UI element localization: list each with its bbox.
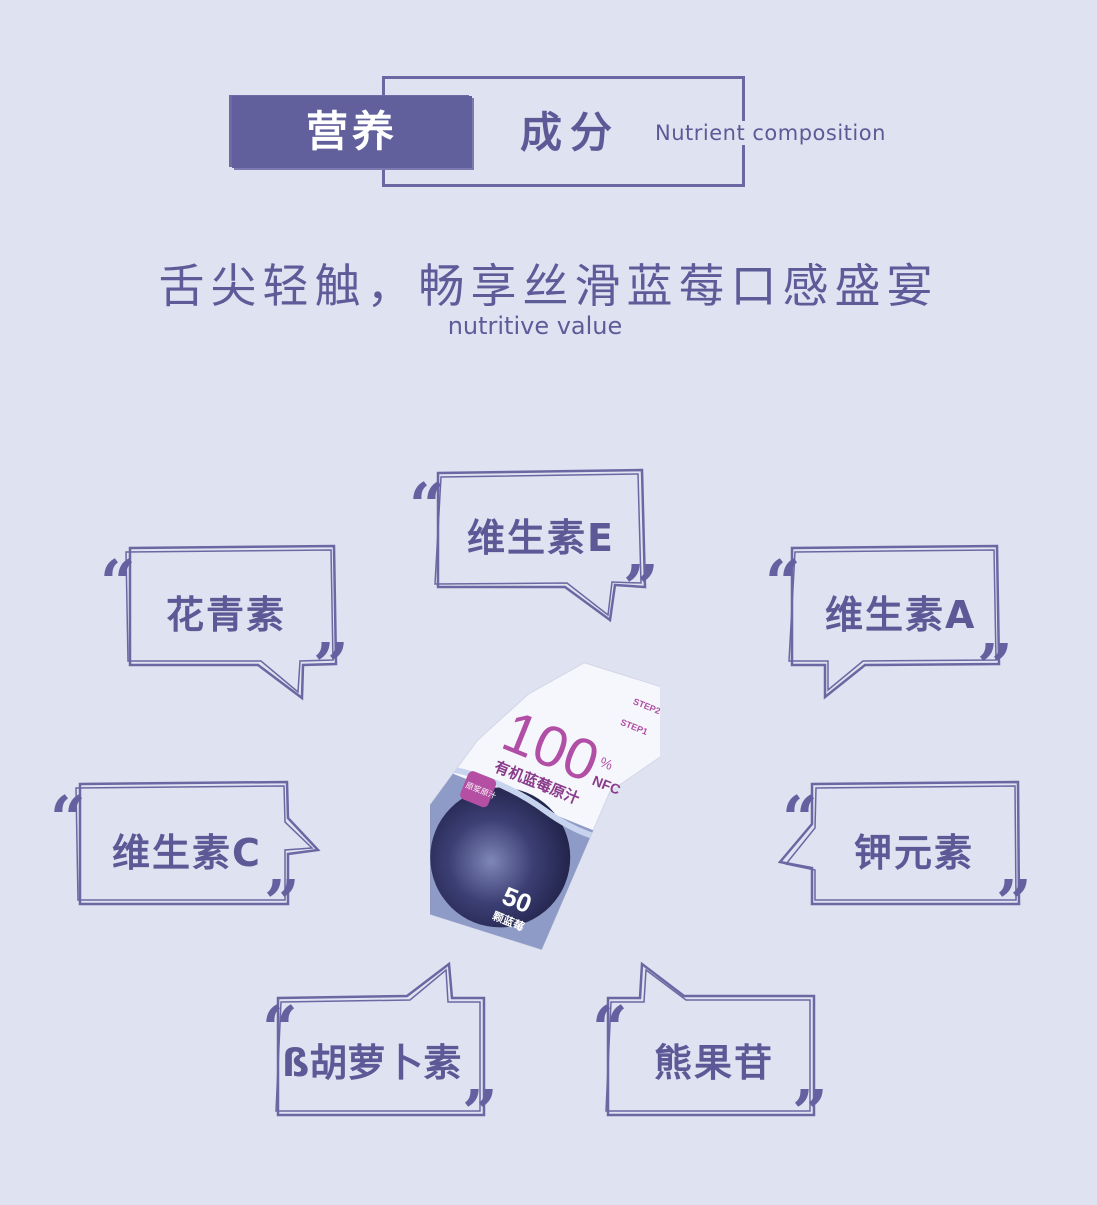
close-quote-icon: ”	[792, 1076, 828, 1149]
product-image: 100 % NFC 有机蓝莓原汁 原浆原汁 STEP2 STEP1 50 颗蓝莓	[382, 650, 698, 983]
speech-bubble-outline	[75, 780, 321, 906]
open-quote-icon: “	[100, 546, 136, 619]
nutrient-bubble-potassium: “ ” 钾元素	[777, 776, 1048, 934]
nutrient-bubble-vitamin-a: “ ” 维生素A	[765, 540, 1025, 705]
nutrient-label: 钾元素	[854, 831, 975, 875]
juice-pouch-illustration: 100 % NFC 有机蓝莓原汁 原浆原汁 STEP2 STEP1 50 颗蓝莓	[382, 662, 698, 983]
nutrient-label: 熊果苷	[654, 1041, 775, 1085]
speech-bubble-outline	[275, 961, 486, 1117]
speech-bubble-outline	[434, 468, 647, 623]
nutrient-bubble-beta-carotene: “ ” ß胡萝卜素	[262, 960, 522, 1144]
speech-bubble-outline	[605, 961, 816, 1117]
open-quote-icon: “	[50, 782, 86, 855]
close-quote-icon: ”	[996, 866, 1032, 939]
nutrient-bubble-vitamin-c: “ ” 维生素C	[50, 776, 340, 934]
open-quote-icon: “	[262, 992, 298, 1065]
open-quote-icon: “	[592, 992, 628, 1065]
title-text: 成分	[520, 108, 621, 157]
open-quote-icon: “	[782, 782, 818, 855]
open-quote-icon: “	[765, 546, 801, 619]
close-quote-icon: ”	[977, 630, 1013, 703]
close-quote-icon: ”	[623, 551, 659, 624]
speech-bubble-outline	[788, 544, 1001, 700]
product-percent-unit: %	[598, 754, 616, 773]
open-quote-icon: “	[409, 469, 445, 542]
nutrient-bubble-vitamin-e: “ ” 维生素E	[405, 465, 665, 630]
speech-bubble-outline	[125, 544, 338, 701]
nutrient-bubble-arbutin: “ ” 熊果苷	[592, 960, 852, 1144]
tagline-subtitle: nutritive value	[447, 312, 623, 340]
nutrient-label: 维生素C	[112, 831, 262, 875]
tagline: 舌尖轻触，畅享丝滑蓝莓口感盛宴	[158, 259, 939, 313]
nutrient-label: 维生素A	[825, 593, 977, 637]
title-subtitle: Nutrient composition	[653, 121, 890, 145]
title-highlight-text: 营养	[305, 107, 398, 156]
nutrient-label: ß胡萝卜素	[282, 1041, 462, 1085]
close-quote-icon: ”	[462, 1076, 498, 1149]
title-highlight-block	[232, 96, 472, 168]
speech-bubble-outline	[777, 780, 1021, 906]
close-quote-icon: ”	[313, 629, 349, 702]
close-quote-icon: ”	[264, 866, 300, 939]
nutrient-label: 维生素E	[467, 516, 615, 560]
nutrient-label: 花青素	[166, 593, 287, 637]
nutrient-bubble-anthocyanin: “ ” 花青素	[98, 540, 358, 705]
